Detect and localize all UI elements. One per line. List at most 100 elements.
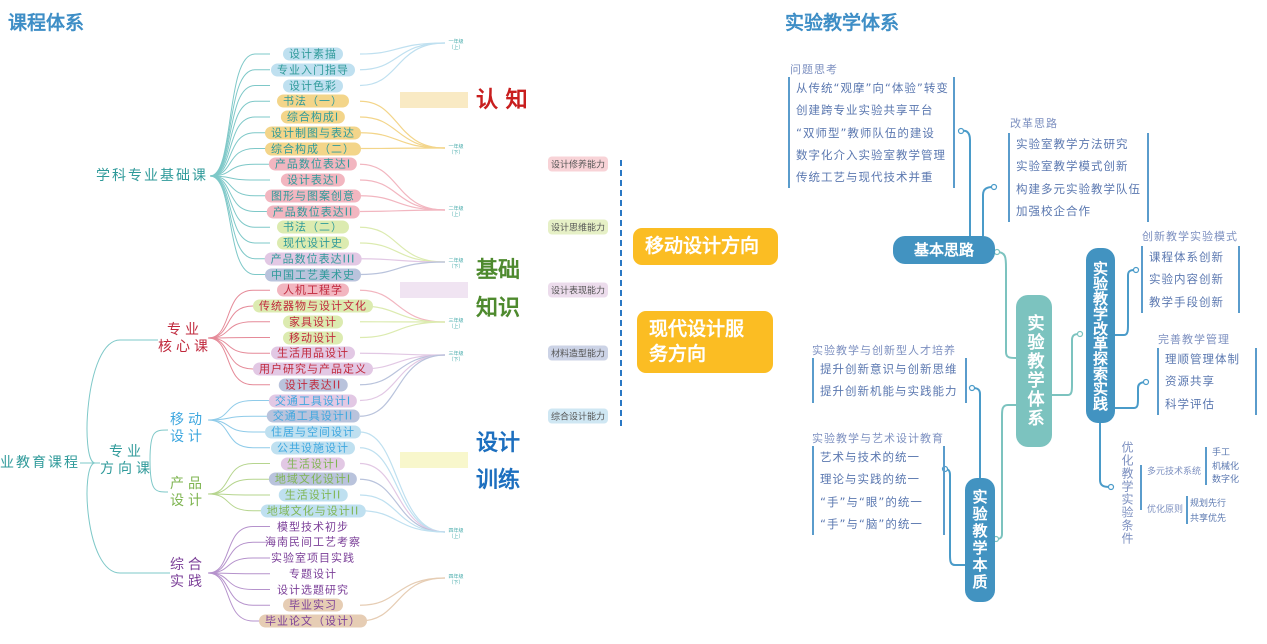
course-item: 设计表达I: [280, 173, 346, 187]
connector-line: [359, 289, 446, 323]
course-item: 人机工程学: [277, 283, 349, 297]
course-item: 图形与图案创意: [265, 189, 361, 203]
problem-list: 从传统“观摩”向“体验”转变创建跨专业实验共享平台“双师型”教师队伍的建设数字化…: [788, 77, 955, 189]
list-item: 共享优先: [1190, 514, 1227, 524]
course-item: 现代设计史: [277, 236, 349, 250]
connector-line: [207, 493, 270, 512]
course-item: 毕业论文（设计）: [259, 614, 367, 628]
list-item: 提升创新机能与实践能力: [820, 384, 958, 399]
course-item: 住居与空间设计: [265, 425, 361, 439]
list-item: 科学评估: [1165, 396, 1215, 411]
art-heading: 实验教学与艺术设计教育: [812, 432, 944, 445]
list-item: 数字化: [1212, 475, 1240, 485]
list-item: 资源共享: [1165, 374, 1215, 389]
course-item: 模型技术初步: [277, 520, 349, 533]
list-item: 实验内容创新: [1149, 272, 1224, 287]
connector-line: [982, 186, 994, 236]
year-tag: 二年级（上）: [448, 206, 464, 218]
connector-line: [207, 321, 270, 339]
connector-line: [961, 129, 971, 236]
stage-train-1: 设计: [476, 431, 521, 456]
connector-line: [359, 462, 446, 533]
connector-line: [359, 100, 446, 149]
principle-heading: 优化原则: [1147, 505, 1184, 515]
connector-line: [209, 69, 270, 177]
connector-line: [995, 404, 1016, 540]
right-title: 实验教学体系: [785, 12, 900, 34]
course-item: 海南民间工艺考察: [265, 535, 361, 549]
course-item: 实验室项目实践: [271, 551, 355, 565]
connector-line: [207, 415, 270, 421]
connector-line: [209, 175, 270, 197]
course-item: 中国工艺美术史: [265, 268, 361, 281]
list-item: 实验室教学模式创新: [1016, 159, 1129, 174]
talent-heading: 实验教学与创新型人才培养: [812, 344, 956, 357]
course-item: 生活用品设计: [271, 346, 355, 360]
list-item: 实验室教学方法研究: [1016, 137, 1129, 151]
connector-line: [207, 289, 270, 339]
connector-line: [1115, 269, 1137, 336]
list-item: 规划先行: [1190, 499, 1227, 509]
list-item: 创建跨专业实验共享平台: [796, 103, 934, 118]
connector-line: [209, 85, 270, 177]
talent-list: 提升创新意识与创新思维提升创新机能与实践能力: [812, 358, 967, 403]
connector-line: [359, 258, 446, 263]
connector-line: [996, 251, 1017, 359]
connector-line: [207, 305, 270, 339]
course-item: 综合构成（二）: [265, 142, 361, 155]
list-item: 理顺管理体制: [1165, 352, 1240, 366]
connector-line: [359, 147, 446, 150]
course-item: 生活设计I: [280, 457, 346, 470]
problem-heading: 问题思考: [790, 63, 838, 76]
hub-core: 专业 核心课: [158, 322, 212, 355]
connector-line: [207, 493, 270, 496]
year-tag: 一年级（下）: [448, 144, 464, 156]
connector-line: [209, 53, 270, 177]
course-item: 家具设计: [283, 315, 343, 329]
hub-product: 产品 设计: [170, 476, 206, 509]
connector-line: [359, 163, 446, 211]
list-item: “双师型”教师队伍的建设: [796, 125, 935, 140]
stage-cognition: 认 知: [476, 88, 528, 113]
ability-tag: 综合设计能力: [548, 408, 609, 424]
connector-line: [359, 116, 446, 149]
connector-line: [149, 429, 169, 461]
node-essence: 实验教学本质: [965, 478, 995, 602]
connector-line: [972, 387, 981, 478]
connector-line: [359, 478, 446, 533]
connector-line: [1099, 423, 1111, 488]
principle-items: 规划先行共享优先: [1190, 497, 1226, 527]
list-item: 加强校企合作: [1016, 203, 1091, 218]
list-item: 机械化: [1212, 461, 1240, 472]
list-item: “手”与“眼”的统一: [820, 494, 923, 509]
stage-basic-1: 基础: [476, 258, 521, 283]
connector-line: [209, 175, 270, 260]
connector-dot: [1076, 330, 1084, 338]
node-center: 实验教学体系: [1016, 295, 1052, 447]
year-tag: 三年级（上）: [448, 318, 464, 330]
stage-basic-2: 知识: [476, 296, 521, 321]
year-tag: 一年级（上）: [448, 39, 464, 51]
connector-line: [209, 100, 270, 177]
hub-mobile: 移动 设计: [170, 412, 206, 445]
course-item: 地域文化与设计II: [260, 504, 366, 518]
list-item: 艺术与技术的统一: [820, 450, 920, 464]
connector-line: [207, 572, 270, 575]
course-item: 书法（二）: [277, 220, 349, 234]
connector-line: [207, 541, 270, 574]
connector-line: [209, 175, 270, 244]
year-tag: 四年级（上）: [448, 528, 464, 540]
connector-line: [359, 209, 446, 213]
connector-dot: [1132, 266, 1140, 274]
tech-heading: 多元技术系统: [1147, 467, 1202, 477]
connector-line: [86, 462, 170, 574]
connector-line: [359, 261, 446, 276]
connector-line: [359, 321, 446, 339]
management-heading: 完善教学管理: [1158, 333, 1230, 346]
connector-line: [944, 468, 965, 566]
connector-line: [359, 352, 446, 356]
connector-line: [207, 337, 270, 386]
connector-line: [207, 463, 270, 495]
year-tag: 二年级（下）: [448, 258, 464, 270]
connector-line: [209, 163, 270, 177]
